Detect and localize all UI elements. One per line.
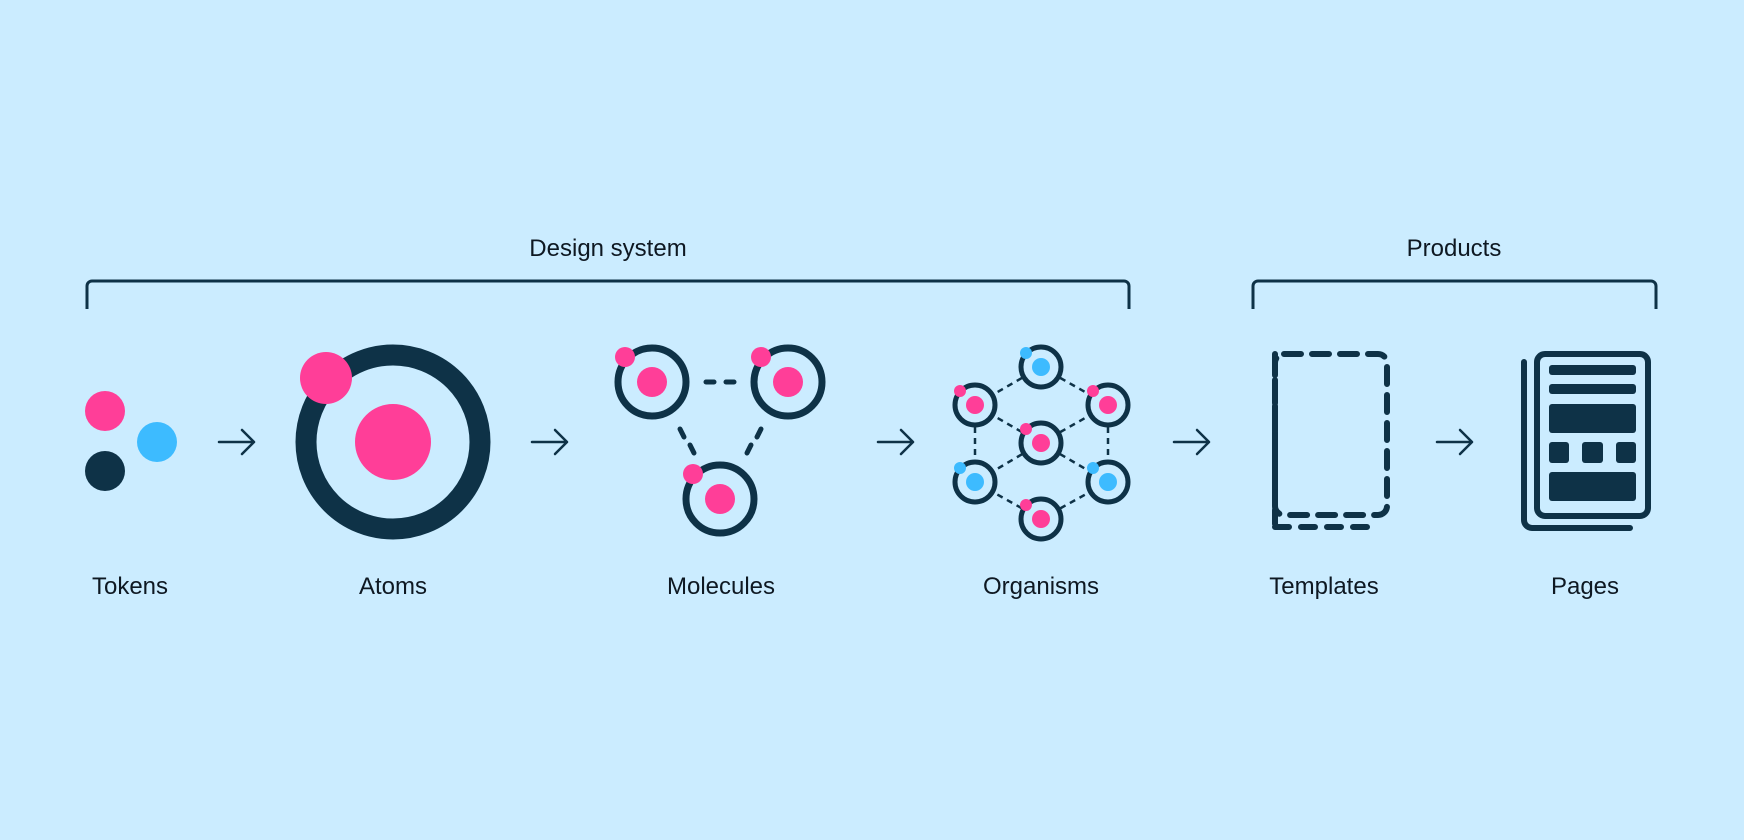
molecule-icon (614, 344, 826, 537)
tokens-label: Tokens (91, 573, 169, 600)
templates-label: Templates (1269, 573, 1379, 600)
atoms-label: Atoms (358, 573, 428, 600)
organisms-label: Organisms (982, 573, 1100, 600)
arrow-right-icon (530, 428, 569, 456)
document-pages-icon (1521, 351, 1651, 531)
arrow-right-icon (876, 428, 915, 456)
tokens-icon (85, 391, 177, 491)
pages-label: Pages (1550, 573, 1620, 600)
arrow-right-icon (217, 428, 256, 456)
products-bracket (1251, 279, 1658, 309)
design-system-label: Design system (529, 235, 687, 262)
arrow-right-icon (1435, 428, 1474, 456)
dashed-pages-icon (1272, 351, 1390, 530)
design-system-bracket (85, 279, 1131, 309)
products-label: Products (1406, 235, 1502, 262)
atom-icon (295, 344, 491, 540)
molecules-label: Molecules (666, 573, 776, 600)
arrow-right-icon (1172, 428, 1211, 456)
organism-icon (952, 344, 1131, 542)
